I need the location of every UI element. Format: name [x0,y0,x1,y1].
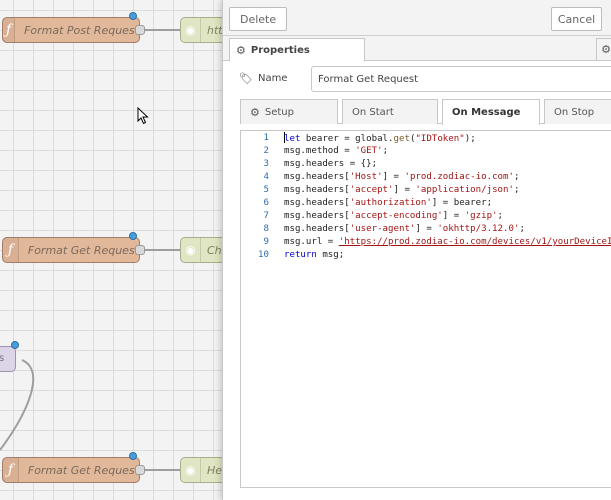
gear-icon: ⚙ [250,105,260,119]
cancel-button[interactable]: Cancel [551,7,602,31]
line-number: 7 [263,211,269,221]
code-line[interactable]: msg.headers['authorization'] = bearer; [284,198,493,208]
http-icon: ◉ [181,18,201,42]
wires-layer [0,29,180,471]
function-node-format-post-request[interactable]: ƒ Format Post Request [2,12,145,43]
line-number-gutter: 1 2 3 4 5 6 7 8 9 10 [241,131,278,487]
tab-on-start[interactable]: On Start [342,99,438,124]
line-number: 9 [263,237,269,247]
code-line[interactable]: msg.headers['accept'] = 'application/jso… [284,185,520,195]
code-content[interactable]: let bearer = global.get("IDToken"); msg.… [284,132,611,262]
tab-label: Setup [264,106,294,118]
node-label: Format Get Request [27,243,139,257]
line-number: 1 [263,133,269,143]
gear-icon[interactable]: ⚙ [596,38,611,61]
wire[interactable] [0,359,35,451]
output-port[interactable] [135,245,145,255]
output-port[interactable] [135,25,145,35]
name-input[interactable] [311,66,611,92]
tab-label: On Start [352,106,394,118]
code-line[interactable]: msg.method = 'GET'; [284,146,389,156]
code-line[interactable]: return msg; [284,250,345,260]
node-editor-tray: Delete Cancel ⚙ Properties ⚙ 🏷 Name ⚙ Se… [222,0,611,500]
function-node-format-get-request-2[interactable]: ƒ Format Get Request [2,452,145,483]
function-icon: ƒ [3,458,19,482]
code-line[interactable]: msg.url = 'https://prod.zodiac-io.com/de… [284,237,611,247]
line-number: 5 [263,185,269,195]
name-label-text: Name [257,73,288,84]
code-line[interactable]: msg.headers['Host'] = 'prod.zodiac-io.co… [284,172,520,182]
code-editor[interactable]: 1 2 3 4 5 6 7 8 9 10 let bearer = global… [240,130,611,488]
function-node-format-get-request[interactable]: ƒ Format Get Request [2,232,145,263]
tab-properties[interactable]: ⚙ Properties [229,38,365,62]
line-number: 4 [263,172,269,182]
node-label: Format Get Request [27,463,139,477]
tray-tabs: ⚙ Properties ⚙ [223,36,611,62]
code-line[interactable]: msg.headers['accept-encoding'] = 'gzip'; [284,211,504,221]
http-node[interactable]: ◉ He [180,457,222,483]
node-label: htt [207,23,222,37]
trigger-node[interactable]: s [0,341,19,372]
line-number: 3 [263,159,269,169]
tab-label: On Stop [554,106,595,118]
delete-button[interactable]: Delete [229,7,288,31]
node-label: Format Post Request [24,23,139,37]
node-label: Ch [207,243,222,257]
tab-label: On Message [452,107,521,118]
flow-workspace[interactable]: ƒ Format Post Request ◉ htt ƒ Format Get… [0,0,222,500]
tag-icon: 🏷 [239,72,253,85]
name-row: 🏷 Name [223,64,611,94]
line-number: 8 [263,224,269,234]
function-icon: ƒ [3,238,19,262]
http-node[interactable]: ◉ htt [180,17,222,43]
line-number: 10 [258,250,269,260]
output-port[interactable] [135,465,145,475]
code-line[interactable]: msg.headers = {}; [284,159,378,169]
tab-label: Properties [250,44,310,56]
status-dot [129,12,137,20]
tab-on-stop[interactable]: On Stop [544,99,611,124]
tab-setup[interactable]: ⚙ Setup [240,99,338,124]
tab-on-message[interactable]: On Message [442,99,540,125]
node-label: s [0,353,5,364]
gear-icon: ⚙ [236,43,246,57]
http-icon: ◉ [181,238,201,262]
mouse-pointer-icon [137,107,149,125]
http-node[interactable]: ◉ Ch [180,237,222,263]
line-number: 2 [263,146,269,156]
status-dot [129,452,137,460]
code-line[interactable]: msg.headers['user-agent'] = 'okhttp/3.12… [284,224,525,234]
status-dot [11,341,19,349]
http-icon: ◉ [181,458,201,482]
function-subtabs: ⚙ Setup On Start On Message On Stop [240,99,611,125]
status-dot [129,232,137,240]
node-label: He [207,463,222,477]
line-number: 6 [263,198,269,208]
tray-toolbar: Delete Cancel [223,0,611,36]
name-label: 🏷 Name [239,72,287,85]
function-icon: ƒ [3,18,16,42]
code-line[interactable]: let bearer = global.get("IDToken"); [284,132,476,144]
